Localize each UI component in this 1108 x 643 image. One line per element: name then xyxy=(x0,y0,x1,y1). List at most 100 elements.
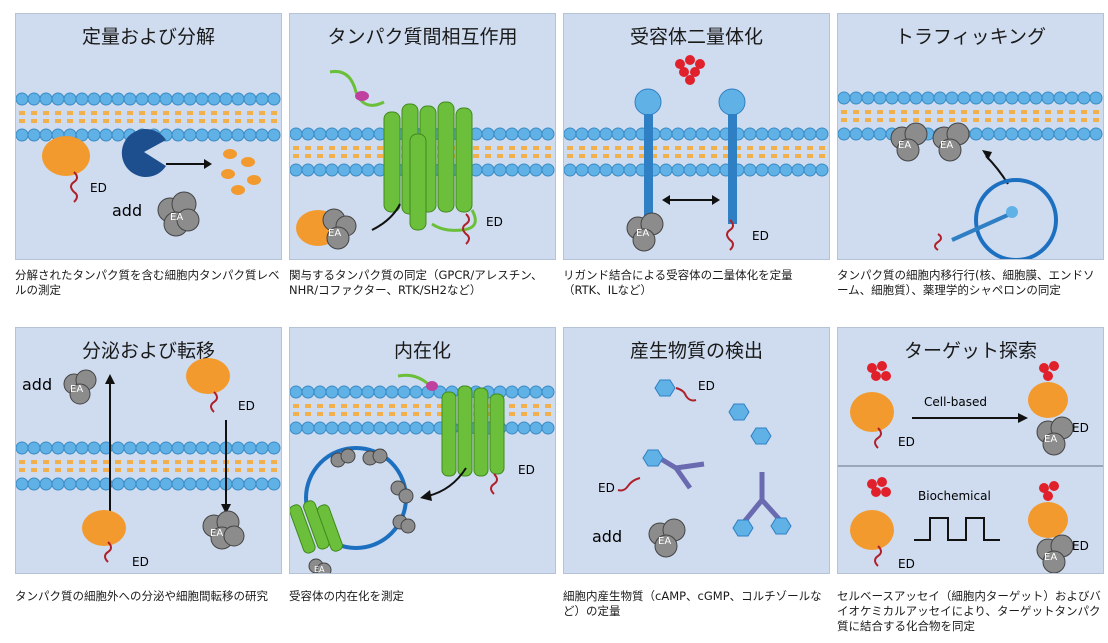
lipid-head xyxy=(564,163,577,177)
lipid-head xyxy=(1017,91,1031,105)
lipid-head xyxy=(969,91,983,105)
lipid-head xyxy=(243,441,257,455)
lipid-head xyxy=(707,127,721,141)
ed-peptide xyxy=(490,473,498,495)
arrow-head xyxy=(204,159,212,169)
receptor-left xyxy=(634,88,662,224)
lipid-head xyxy=(111,128,125,142)
panel-title: 分泌および転移 xyxy=(81,340,215,362)
lipid-head xyxy=(325,385,339,399)
lipid-head xyxy=(1017,127,1031,141)
lipid-head xyxy=(183,92,197,106)
lipid-head xyxy=(313,421,327,435)
lipid-head xyxy=(87,477,101,491)
panel-title: 定量および分解 xyxy=(81,26,215,48)
lipid-head xyxy=(397,421,411,435)
lipid-head xyxy=(219,128,233,142)
lipid-head xyxy=(39,92,53,106)
lipid-head xyxy=(99,128,113,142)
lipid-head xyxy=(803,127,817,141)
caption: タンパク質の細胞内移行行(核、細胞膜、エンドソーム、細胞質）、薬理学的シャペロン… xyxy=(837,268,1095,297)
lipid-head xyxy=(301,163,315,177)
bound-protein xyxy=(1028,382,1068,418)
lipid-head xyxy=(63,92,77,106)
bound-protein xyxy=(1028,502,1068,538)
lipid-head xyxy=(51,92,65,106)
ed-label: ED xyxy=(132,555,149,569)
lipid-head xyxy=(337,385,351,399)
lipid-head xyxy=(599,163,613,177)
lipid-head xyxy=(195,92,209,106)
ed-peptide xyxy=(874,545,882,567)
lipid-head xyxy=(255,477,269,491)
ea-enzyme xyxy=(157,191,200,237)
lipid-head xyxy=(349,127,363,141)
lipid-head xyxy=(1077,91,1091,105)
lipid-head xyxy=(301,127,315,141)
lipid-head xyxy=(791,163,805,177)
dimerization-diagram: EA ED xyxy=(564,55,829,252)
lipid-head xyxy=(99,92,113,106)
lipid-head xyxy=(767,163,781,177)
lipid-head xyxy=(755,127,769,141)
lipid-bilayer xyxy=(290,385,555,435)
lipid-bilayer xyxy=(838,91,1103,141)
ea-label: EA xyxy=(1044,552,1057,563)
lipid-head xyxy=(349,385,363,399)
ed-peptide xyxy=(462,213,470,245)
lipid-head xyxy=(39,441,53,455)
panel-trafficking: トラフィッキング EA EA xyxy=(837,13,1104,260)
add-label: add xyxy=(22,375,52,394)
lipid-head xyxy=(541,163,555,177)
lipid-head xyxy=(1005,127,1019,141)
lipid-head xyxy=(779,127,793,141)
lipid-head xyxy=(409,421,423,435)
lipid-head xyxy=(87,92,101,106)
lipid-head xyxy=(255,441,269,455)
add-label: add xyxy=(112,201,142,220)
compound-cluster xyxy=(1039,481,1059,501)
lipid-head xyxy=(195,128,209,142)
lipid-head xyxy=(587,127,601,141)
lipid-head xyxy=(195,441,209,455)
antibody-left xyxy=(654,453,705,490)
target-protein xyxy=(850,392,894,432)
gpcr-helices xyxy=(441,385,505,477)
lipid-head xyxy=(207,477,221,491)
lipid-head xyxy=(505,163,519,177)
lipid-head xyxy=(147,92,161,106)
lipid-head xyxy=(803,163,817,177)
lipid-head xyxy=(659,127,673,141)
caption: 受容体の内在化を測定 xyxy=(289,589,404,603)
lipid-head xyxy=(243,128,257,142)
lipid-head xyxy=(337,421,351,435)
pulse-signal xyxy=(914,517,1000,541)
lipid-head xyxy=(267,128,281,142)
lipid-head xyxy=(885,91,899,105)
caption: リガンド結合による受容体の二量体化を定量（RTK、ILなど） xyxy=(563,268,793,297)
lipid-head xyxy=(123,92,137,106)
lipid-head xyxy=(27,92,41,106)
internalized-gpcr xyxy=(290,500,343,554)
analyte-hexagon xyxy=(728,403,750,421)
lipid-head xyxy=(385,421,399,435)
ed-label: ED xyxy=(1072,421,1089,435)
detection-diagram: ED ED add EA xyxy=(592,379,792,558)
lipid-head xyxy=(897,91,911,105)
lipid-head xyxy=(87,128,101,142)
lipid-head xyxy=(231,92,245,106)
lipid-head xyxy=(873,127,887,141)
lipid-head xyxy=(75,441,89,455)
lipid-bilayer xyxy=(16,441,281,491)
lipid-head xyxy=(1029,127,1043,141)
lipid-head xyxy=(385,385,399,399)
lipid-head xyxy=(505,421,519,435)
lipid-head xyxy=(493,163,507,177)
lipid-head xyxy=(529,385,543,399)
ed-label: ED xyxy=(486,215,503,229)
lipid-head xyxy=(349,163,363,177)
lipid-head xyxy=(267,477,281,491)
lipid-head xyxy=(849,91,863,105)
lipid-head xyxy=(325,421,339,435)
ea-enzyme-a xyxy=(890,122,928,162)
